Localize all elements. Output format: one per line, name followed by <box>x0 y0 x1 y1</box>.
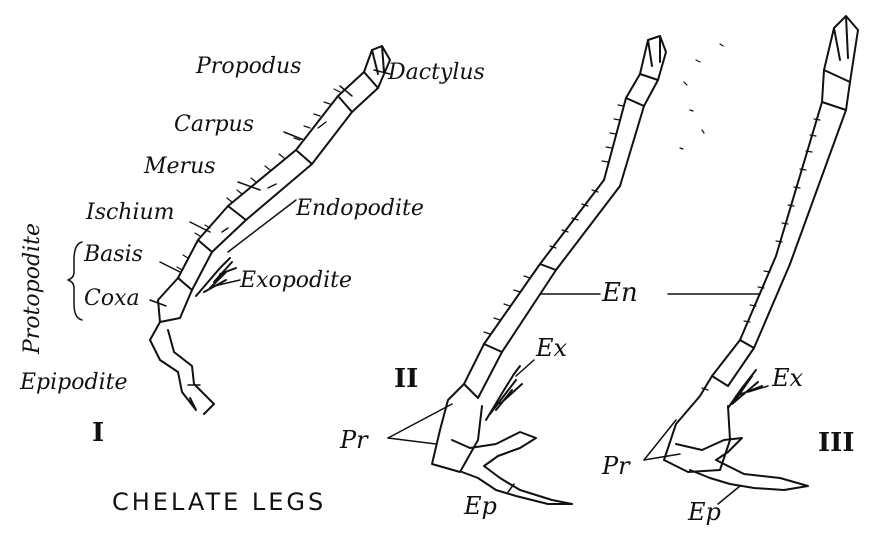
label-leg-two-ep: Ep <box>464 494 497 518</box>
leg-two-drawing <box>432 36 666 504</box>
leg-two-carpus <box>604 98 644 186</box>
label-ischium: Ischium <box>86 202 175 224</box>
label-propodus: Propodus <box>196 56 301 78</box>
leg-three-epipodite <box>676 438 808 490</box>
label-en: En <box>602 280 638 306</box>
leg-one-exopodite <box>196 258 236 296</box>
leg-one-carpus <box>296 96 352 164</box>
label-leg-two-pr: Pr <box>340 428 368 452</box>
figure-caption: CHELATE LEGS <box>112 490 326 514</box>
label-leg-three-pr: Pr <box>602 454 630 478</box>
leg-three-merus <box>740 256 790 348</box>
label-leg-two-ex: Ex <box>536 336 567 360</box>
leg-three-hairs <box>702 119 820 390</box>
leg-three-drawing <box>664 16 858 490</box>
numeral-one: I <box>92 420 104 446</box>
legs-two-three-leaders <box>388 294 768 504</box>
leg-two-basis <box>464 344 502 398</box>
label-coxa: Coxa <box>84 288 140 310</box>
label-dactylus: Dactylus <box>388 62 485 84</box>
leg-two-propodus <box>626 74 658 106</box>
leg-three-carpus <box>776 102 846 264</box>
label-exopodite: Exopodite <box>240 270 352 292</box>
numeral-three: III <box>818 430 855 456</box>
leg-two-chela <box>640 36 666 80</box>
label-leg-three-ex: Ex <box>772 366 803 390</box>
leg-one-propodus <box>338 72 378 112</box>
label-epipodite: Epipodite <box>20 372 128 394</box>
leg-one-drawing <box>150 46 390 414</box>
label-basis: Basis <box>84 244 143 266</box>
print-speckles <box>680 44 723 149</box>
leg-three-propodus <box>822 70 850 110</box>
label-protopodite: Protopodite <box>22 223 44 354</box>
label-carpus: Carpus <box>174 114 254 136</box>
label-endopodite: Endopodite <box>296 198 424 220</box>
leg-two-merus <box>540 180 620 270</box>
label-leg-three-ep: Ep <box>688 500 721 524</box>
leg-one-chela <box>364 46 390 88</box>
leg-two-protopodite <box>432 384 482 472</box>
numeral-two: II <box>394 366 418 392</box>
label-merus: Merus <box>144 156 216 178</box>
leg-one-epipodite <box>150 322 214 414</box>
